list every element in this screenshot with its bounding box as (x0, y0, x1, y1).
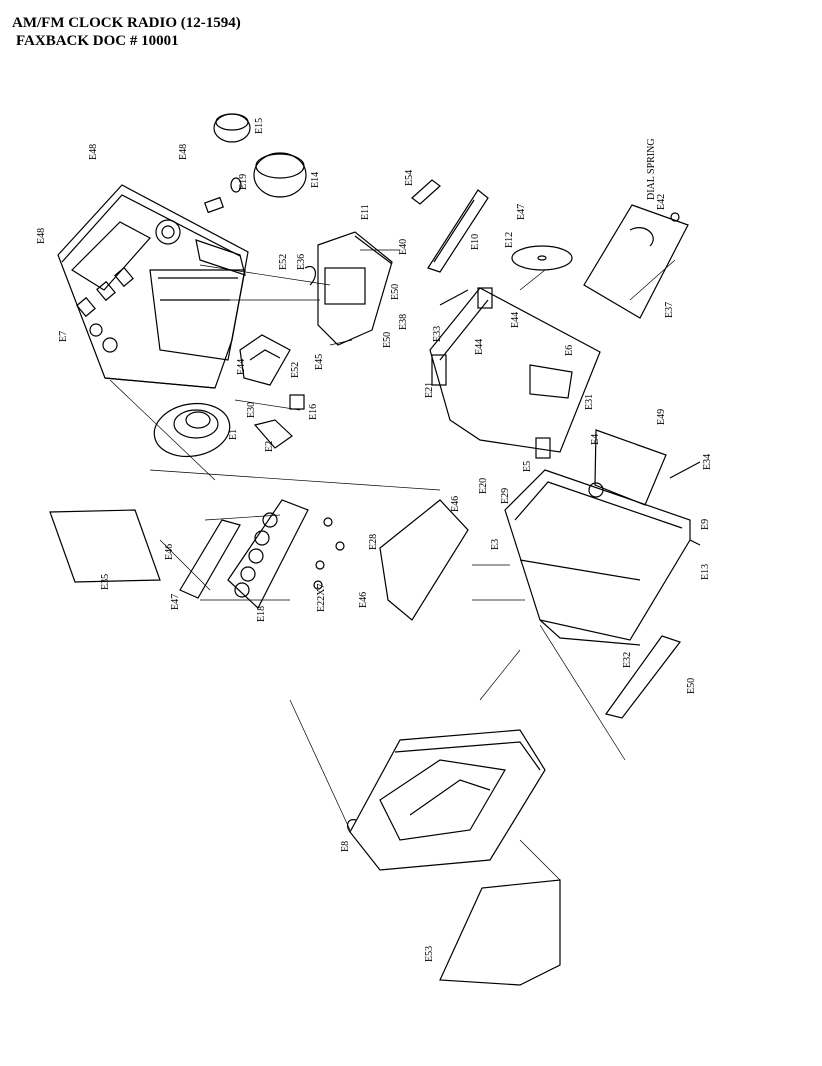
speaker (153, 402, 231, 458)
dial-spring-panel (583, 204, 689, 319)
label-e50-mid: E50 (382, 332, 393, 348)
label-e46-mid: E46 (164, 544, 175, 560)
label-e40: E40 (398, 239, 409, 255)
label-e10: E10 (470, 234, 481, 250)
label-e11: E11 (360, 204, 371, 220)
label-e50-upper: E50 (390, 284, 401, 300)
lens-e53 (439, 879, 561, 986)
label-e22x7: E22X7 (316, 584, 327, 612)
label-e2: E2 (264, 441, 275, 452)
label-e48-left: E48 (36, 228, 47, 244)
label-e28: E28 (368, 534, 379, 550)
label-e14: E14 (310, 172, 321, 188)
label-e5: E5 (522, 461, 533, 472)
chassis-frame (429, 287, 601, 459)
label-e21: E21 (424, 382, 435, 398)
label-e3: E3 (490, 539, 501, 550)
label-e19: E19 (238, 174, 249, 190)
label-e36: E36 (296, 254, 307, 270)
label-e33: E33 (432, 326, 443, 342)
label-e44-right: E44 (510, 312, 521, 328)
front-cabinet (346, 729, 546, 871)
label-e52-upper: E52 (278, 254, 289, 270)
front-pcb (227, 499, 345, 609)
label-e15: E15 (254, 118, 265, 134)
chassis-base (504, 429, 701, 646)
label-e48-mid: E48 (178, 144, 189, 160)
label-e13: E13 (700, 564, 711, 580)
panel-e35 (49, 509, 161, 583)
label-e38: E38 (398, 314, 409, 330)
label-e4: E4 (590, 434, 601, 445)
document-header: AM/FM CLOCK RADIO (12-1594) FAXBACK DOC … (12, 14, 241, 50)
label-e1: E1 (228, 429, 239, 440)
label-e37: E37 (664, 302, 675, 318)
title-line-2: FAXBACK DOC # 10001 (16, 33, 179, 49)
label-e20: E20 (478, 478, 489, 494)
board-e28 (379, 499, 469, 621)
label-e48-top: E48 (88, 144, 99, 160)
leader-lines (109, 249, 676, 881)
label-e35: E35 (100, 574, 111, 590)
label-e50-lower: E50 (686, 678, 697, 694)
label-e49: E49 (656, 409, 667, 425)
label-dial-spring: DIAL SPRING (646, 138, 657, 200)
label-e54: E54 (404, 170, 415, 186)
label-e53: E53 (424, 946, 435, 962)
diagram-drawing (49, 113, 701, 986)
label-e31: E31 (584, 394, 595, 410)
label-e8: E8 (340, 841, 351, 852)
label-e46-lower: E46 (358, 592, 369, 608)
strip-e47 (179, 519, 241, 599)
label-e32: E32 (622, 652, 633, 668)
cord-holder (411, 179, 489, 273)
label-e9: E9 (700, 519, 711, 530)
label-e18: E18 (256, 606, 267, 622)
pcb-upper (304, 231, 393, 346)
label-e30: E30 (246, 402, 257, 418)
knobs (204, 113, 307, 214)
label-e7: E7 (58, 331, 69, 342)
display-window (604, 635, 681, 719)
label-e44-left: E44 (236, 359, 247, 375)
label-e52-lower: E52 (290, 362, 301, 378)
label-e44-mid: E44 (474, 339, 485, 355)
label-e46-upper: E46 (450, 496, 461, 512)
label-e45: E45 (314, 354, 325, 370)
dial-disk (511, 245, 573, 271)
label-e42: E42 (656, 194, 667, 210)
label-e16: E16 (308, 404, 319, 420)
bracket (239, 334, 305, 449)
label-e47-lower: E47 (170, 594, 181, 610)
label-e12: E12 (504, 232, 515, 248)
label-e29: E29 (500, 488, 511, 504)
label-e47-top: E47 (516, 204, 527, 220)
label-e34: E34 (702, 454, 713, 470)
title-line-1: AM/FM CLOCK RADIO (12-1594) (12, 15, 241, 31)
label-e6: E6 (564, 345, 575, 356)
part-labels: E48 E48 E48 E15 E14 E19 E11 E40 E52 E36 … (36, 118, 713, 962)
top-cabinet (57, 184, 249, 389)
